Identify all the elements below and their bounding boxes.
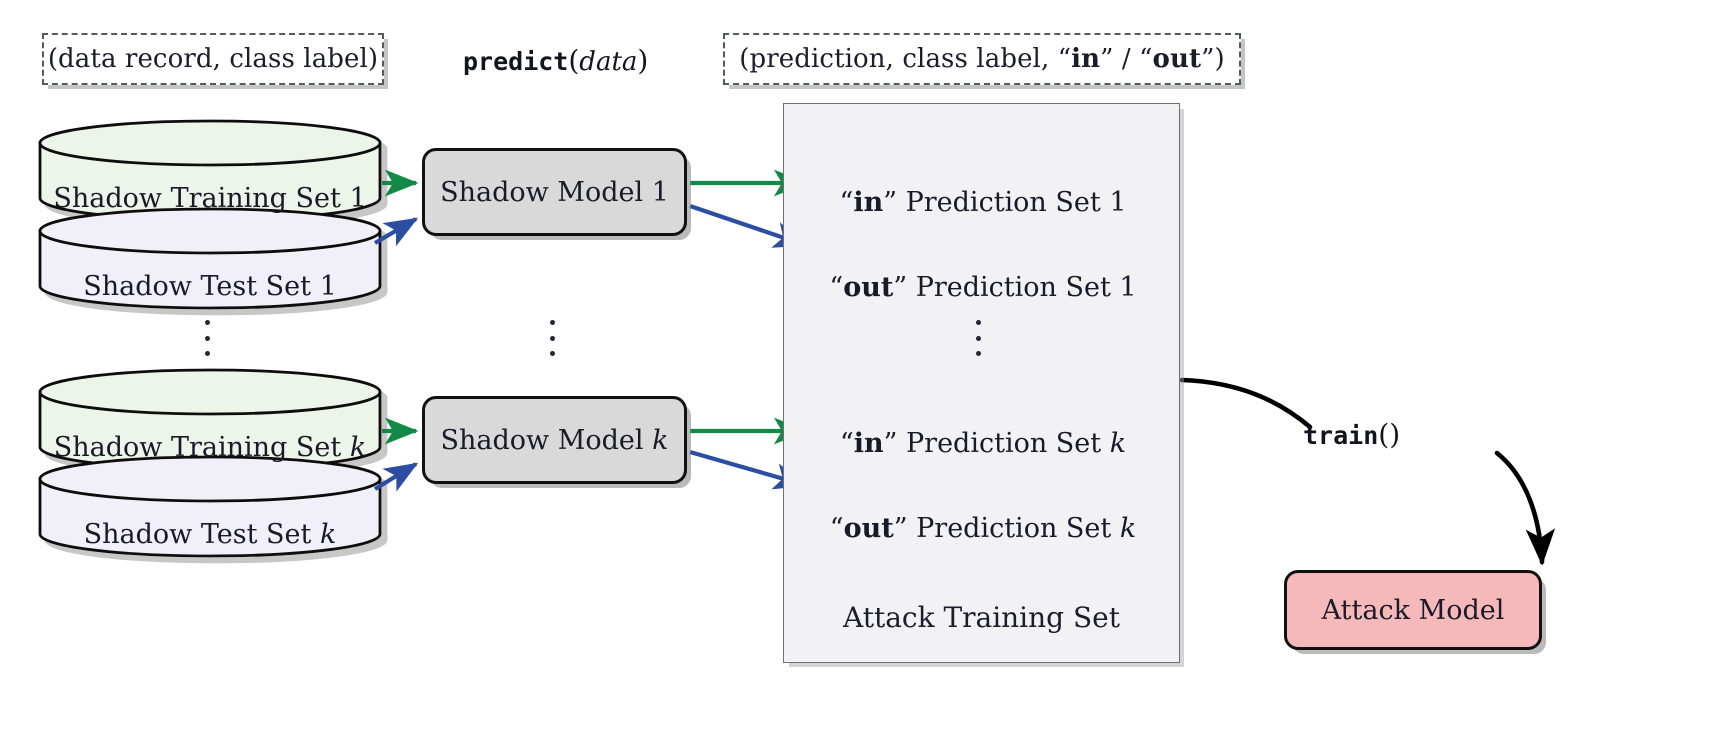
cylinder-shadow-training-set-k bbox=[38, 368, 382, 471]
ellipsis-prediction-sets bbox=[975, 320, 981, 356]
cylinder-shadow-test-set-1 bbox=[38, 207, 382, 310]
out-prediction-set-1-label: “out” Prediction Set 1 bbox=[829, 272, 1137, 303]
predict-function-label: predict(data) bbox=[463, 44, 649, 77]
attack-model-box[interactable]: Attack Model bbox=[1284, 570, 1542, 650]
shadow-training-set-k-label: Shadow Training Set k bbox=[53, 432, 367, 463]
shadow-test-set-1-label: Shadow Test Set 1 bbox=[83, 271, 337, 302]
arrow-testk-to-modelk bbox=[373, 462, 419, 492]
shadow-model-k-label: Shadow Model k bbox=[440, 424, 669, 456]
input-legend-text: (data record, class label) bbox=[47, 44, 379, 74]
cylinder-shadow-test-set-k bbox=[38, 455, 382, 558]
shadow-test-set-k-label: Shadow Test Set k bbox=[83, 519, 337, 550]
arrow-test1-to-model1 bbox=[373, 217, 419, 247]
cylinder-label-wrap-in-k: “in” Prediction Set k bbox=[813, 388, 1153, 465]
ellipsis-shadow-models bbox=[549, 320, 555, 356]
cylinder-label-wrap-out-k: “out” Prediction Set k bbox=[813, 473, 1153, 550]
in-prediction-set-1-label: “in” Prediction Set 1 bbox=[839, 187, 1127, 218]
ellipsis-shadow-sets bbox=[204, 320, 210, 356]
shadow-model-k-box[interactable]: Shadow Model k bbox=[422, 396, 687, 484]
cylinder-label-wrap-train-k: Shadow Training Set k bbox=[40, 392, 380, 469]
output-legend-text: (prediction, class label, “in” / “out”) bbox=[739, 44, 1225, 74]
cylinder-label-wrap-test-k: Shadow Test Set k bbox=[40, 479, 380, 556]
shadow-model-1-box[interactable]: Shadow Model 1 bbox=[422, 148, 687, 236]
shadow-model-1-label: Shadow Model 1 bbox=[440, 176, 669, 208]
train-curve-segment-1 bbox=[1179, 377, 1313, 430]
train-function-label: train() bbox=[1303, 418, 1401, 451]
out-prediction-set-k-label: “out” Prediction Set k bbox=[829, 513, 1137, 544]
output-legend-box: (prediction, class label, “in” / “out”) bbox=[723, 33, 1241, 85]
attack-model-label: Attack Model bbox=[1321, 594, 1505, 626]
attack-training-set-label: Attack Training Set bbox=[842, 601, 1121, 634]
input-legend-box: (data record, class label) bbox=[42, 33, 384, 85]
cylinder-label-wrap-test-1: Shadow Test Set 1 bbox=[40, 231, 380, 308]
shadow-training-set-1-label: Shadow Training Set 1 bbox=[53, 183, 367, 214]
cylinder-label-wrap-in-1: “in” Prediction Set 1 bbox=[813, 147, 1153, 224]
cylinder-shadow-training-set-1 bbox=[38, 119, 382, 222]
cylinder-label-wrap-train-1: Shadow Training Set 1 bbox=[40, 143, 380, 220]
train-curve-segment-2 bbox=[1494, 450, 1556, 566]
in-prediction-set-k-label: “in” Prediction Set k bbox=[839, 428, 1127, 459]
cylinder-label-wrap-out-1: “out” Prediction Set 1 bbox=[813, 232, 1153, 309]
attack-training-set-panel: Attack Training Set bbox=[783, 103, 1180, 663]
